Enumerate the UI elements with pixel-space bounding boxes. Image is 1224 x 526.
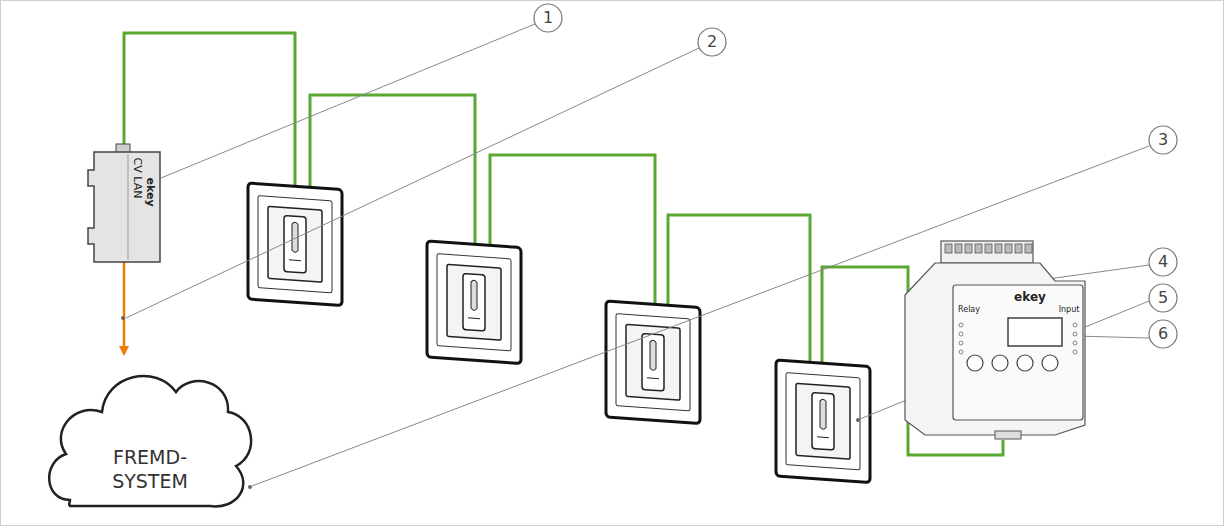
callout-number: 4 <box>1149 248 1177 276</box>
callout-number: 5 <box>1149 284 1177 312</box>
control-unit: ekeyRelay Input <box>905 235 1087 440</box>
system-name: FREMD-SYSTEM <box>80 446 220 494</box>
lan-converter-shape <box>88 152 160 262</box>
lan-converter: CV LANekey <box>88 152 160 262</box>
callout-number: 6 <box>1149 320 1177 348</box>
brand-logo: ekey <box>1014 290 1046 304</box>
finger-scanner <box>248 183 342 306</box>
panel-label: Input <box>1059 305 1080 314</box>
callout-number: 2 <box>698 28 726 56</box>
leader-dots <box>121 296 1037 489</box>
device-label: CV LAN <box>131 158 144 199</box>
finger-scanner <box>427 241 521 364</box>
finger-scanner <box>606 301 700 424</box>
callout-number: 1 <box>534 4 562 32</box>
brand-logo: ekey <box>144 177 157 206</box>
data-arrow <box>123 262 126 354</box>
callout-number: 3 <box>1149 126 1177 154</box>
finger-scanner <box>776 360 870 483</box>
external-system-cloud: FREMD-SYSTEM <box>40 350 255 516</box>
leader-lines <box>126 24 1149 486</box>
panel-label: Relay <box>958 305 980 314</box>
control-unit-shape <box>905 235 1087 440</box>
